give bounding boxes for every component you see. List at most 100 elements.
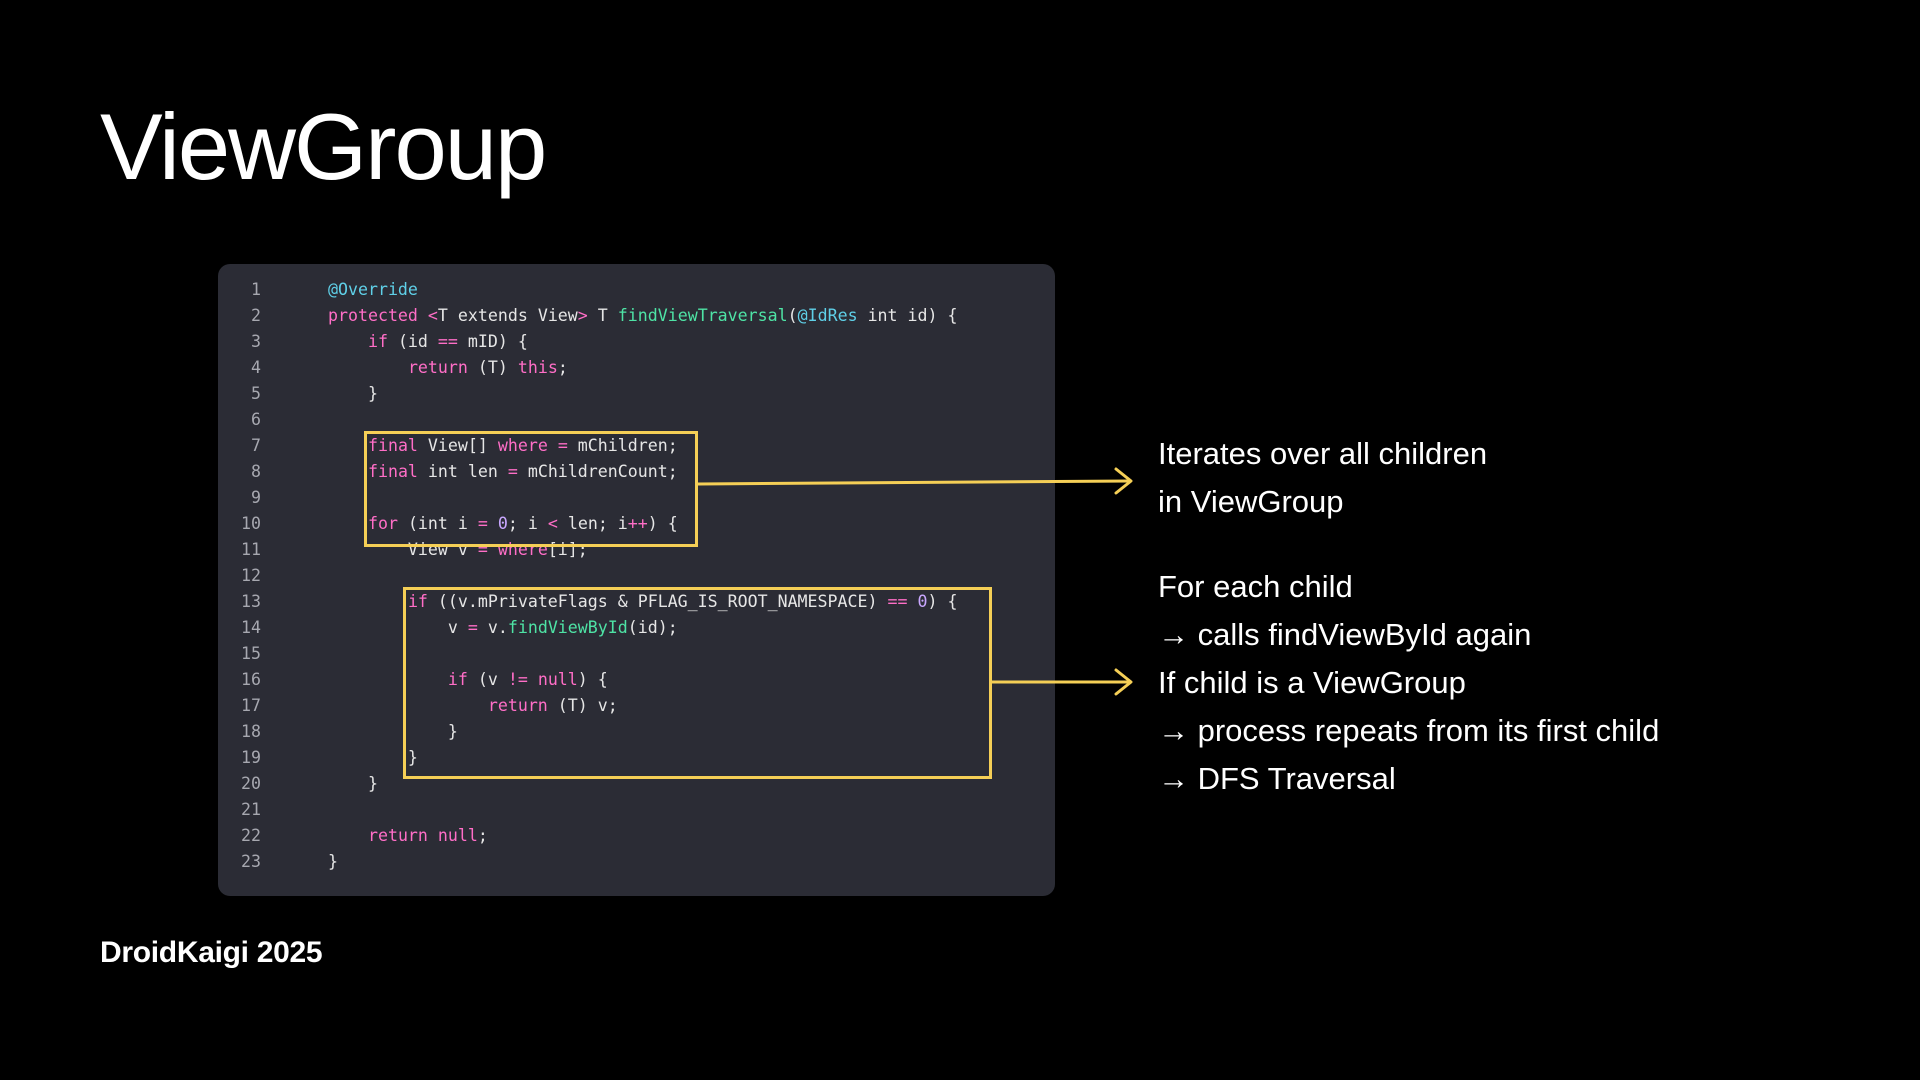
code-token: = bbox=[467, 618, 478, 637]
code-text: final int len = mChildrenCount; bbox=[328, 459, 678, 485]
line-number: 18 bbox=[241, 722, 261, 741]
code-token: View[] bbox=[417, 436, 498, 455]
code-line: 17 return (T) v; bbox=[218, 693, 1055, 719]
code-token: != bbox=[507, 670, 528, 689]
footer-brand: DroidKaigi 2025 bbox=[100, 936, 323, 969]
code-token: v bbox=[328, 618, 468, 637]
code-token: this bbox=[517, 358, 558, 377]
code-line: 6 bbox=[218, 407, 1055, 433]
line-number: 11 bbox=[241, 540, 261, 559]
line-number: 9 bbox=[251, 488, 261, 507]
code-text: if (v != null) { bbox=[328, 667, 608, 693]
line-number: 22 bbox=[241, 826, 261, 845]
code-token: ; i bbox=[507, 514, 548, 533]
code-line: 1 @Override bbox=[218, 277, 1055, 303]
code-token: ) { bbox=[577, 670, 608, 689]
code-text: @Override bbox=[328, 277, 418, 303]
code-token: null bbox=[537, 670, 578, 689]
code-token: = bbox=[507, 462, 518, 481]
code-token: = bbox=[477, 540, 488, 559]
code-token: if bbox=[447, 670, 468, 689]
code-line: 5 } bbox=[218, 381, 1055, 407]
code-token: mChildren; bbox=[567, 436, 678, 455]
line-number: 15 bbox=[241, 644, 261, 663]
code-token: len; i bbox=[557, 514, 628, 533]
line-number: 5 bbox=[251, 384, 261, 403]
code-text: protected <T extends View> T findViewTra… bbox=[328, 303, 957, 329]
line-number: 20 bbox=[241, 774, 261, 793]
code-line: 16 if (v != null) { bbox=[218, 667, 1055, 693]
code-token: where bbox=[497, 436, 548, 455]
code-line: 22 return null; bbox=[218, 823, 1055, 849]
code-token: mChildrenCount; bbox=[517, 462, 678, 481]
highlight-box-iteration bbox=[364, 431, 698, 547]
code-line: 14 v = v.findViewById(id); bbox=[218, 615, 1055, 641]
code-token: @Override bbox=[328, 280, 418, 299]
line-number: 17 bbox=[241, 696, 261, 715]
line-number: 8 bbox=[251, 462, 261, 481]
line-number: 1 bbox=[251, 280, 261, 299]
code-token: 0 bbox=[497, 514, 508, 533]
code-token: (T) v; bbox=[547, 696, 618, 715]
code-line: 4 return (T) this; bbox=[218, 355, 1055, 381]
code-token: @IdRes bbox=[797, 306, 858, 325]
code-token: } bbox=[328, 748, 418, 767]
code-token: (id); bbox=[627, 618, 678, 637]
line-number: 19 bbox=[241, 748, 261, 767]
annotation-iteration: Iterates over all children in ViewGroup bbox=[1158, 430, 1487, 526]
line-number: 23 bbox=[241, 852, 261, 871]
code-token: ; bbox=[477, 826, 488, 845]
code-token: protected bbox=[328, 306, 418, 325]
code-line: 10 for (int i = 0; i < len; i++) { bbox=[218, 511, 1055, 537]
code-text: } bbox=[328, 719, 458, 745]
code-token: null bbox=[437, 826, 478, 845]
code-token: ) { bbox=[647, 514, 678, 533]
code-token: return bbox=[367, 826, 428, 845]
line-number: 7 bbox=[251, 436, 261, 455]
code-token: final bbox=[367, 436, 418, 455]
code-line: 2 protected <T extends View> T findViewTr… bbox=[218, 303, 1055, 329]
code-token: return bbox=[407, 358, 468, 377]
code-token: > bbox=[577, 306, 588, 325]
annotation-iteration-line: Iterates over all children bbox=[1158, 436, 1488, 471]
code-token: for bbox=[367, 514, 398, 533]
line-number: 13 bbox=[241, 592, 261, 611]
code-line: 15 bbox=[218, 641, 1055, 667]
code-text: } bbox=[328, 771, 378, 797]
code-token: v. bbox=[477, 618, 508, 637]
code-line: 8 final int len = mChildrenCount; bbox=[218, 459, 1055, 485]
code-line: 13 if ((v.mPrivateFlags & PFLAG_IS_ROOT_… bbox=[218, 589, 1055, 615]
code-token: T extends View bbox=[437, 306, 578, 325]
code-line: 18 } bbox=[218, 719, 1055, 745]
code-text: return (T) this; bbox=[328, 355, 568, 381]
annotation-child-line: → calls findViewById again bbox=[1158, 617, 1532, 652]
line-number: 21 bbox=[241, 800, 261, 819]
code-body: 1 @Override 2 protected <T extends View> T … bbox=[218, 277, 1055, 875]
code-line: 12 bbox=[218, 563, 1055, 589]
line-number: 6 bbox=[251, 410, 261, 429]
annotation-child-search: For each child → calls findViewById agai… bbox=[1158, 563, 1659, 803]
code-token: == bbox=[887, 592, 908, 611]
slide-title: ViewGroup bbox=[100, 94, 547, 199]
code-text: } bbox=[328, 745, 418, 771]
code-token: (id bbox=[387, 332, 438, 351]
code-panel: 1 @Override 2 protected <T extends View> T … bbox=[218, 264, 1055, 896]
code-token: final bbox=[367, 462, 418, 481]
code-line: 21 bbox=[218, 797, 1055, 823]
line-number: 2 bbox=[251, 306, 261, 325]
annotation-child-line: If child is a ViewGroup bbox=[1158, 665, 1466, 700]
code-token: ; bbox=[557, 358, 568, 377]
code-token: = bbox=[557, 436, 568, 455]
code-line: 9 bbox=[218, 485, 1055, 511]
code-token: ) { bbox=[927, 592, 958, 611]
annotation-iteration-line: in ViewGroup bbox=[1158, 484, 1344, 519]
highlight-box-child-search bbox=[403, 587, 992, 779]
line-number: 12 bbox=[241, 566, 261, 585]
code-text: v = v.findViewById(id); bbox=[328, 615, 678, 641]
code-text: if ((v.mPrivateFlags & PFLAG_IS_ROOT_NAM… bbox=[328, 589, 958, 615]
code-line: 20 } bbox=[218, 771, 1055, 797]
code-token: findViewById bbox=[507, 618, 628, 637]
code-token: findViewTraversal bbox=[617, 306, 788, 325]
code-token: } bbox=[328, 384, 378, 403]
